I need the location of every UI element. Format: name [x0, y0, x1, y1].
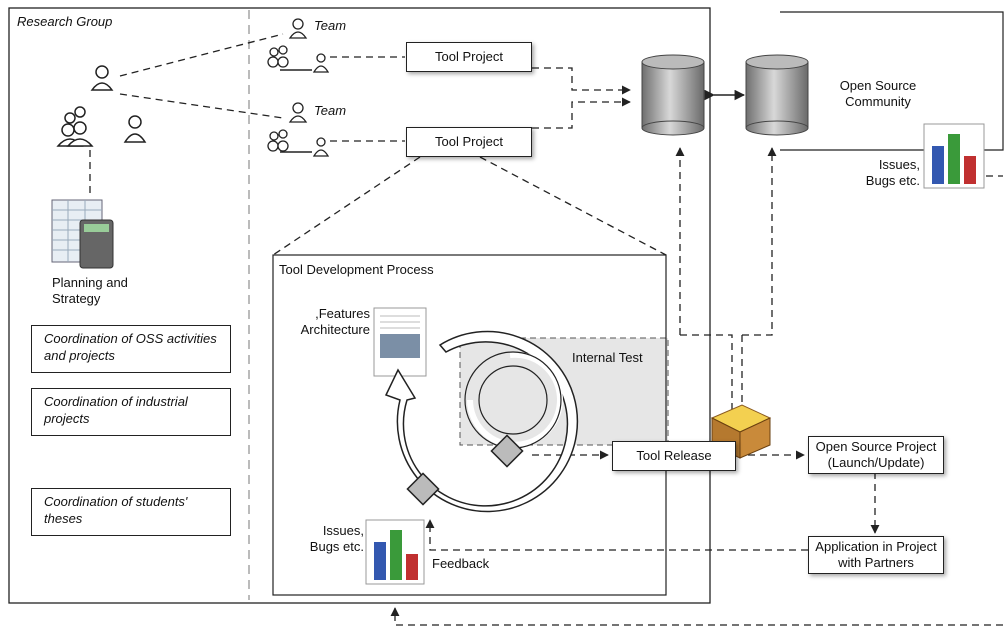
internal-test-label: Internal Test	[572, 350, 643, 365]
database-icon-left	[641, 54, 705, 136]
oss-project-box: Open Source Project (Launch/Update)	[808, 436, 944, 474]
team1-icon	[267, 18, 330, 73]
research-group-title: Research Group	[17, 14, 113, 29]
development-cycle-arrows	[384, 330, 579, 513]
process-title: Tool Development Process	[279, 262, 434, 277]
feedback-label: Feedback	[432, 556, 490, 571]
database-icon-right	[745, 54, 809, 136]
team-label-1: Team	[314, 18, 347, 33]
tool-release-box: Tool Release	[612, 441, 736, 471]
application-box: Application in Project with Partners	[808, 536, 944, 574]
spreadsheet-calculator-icon	[51, 199, 114, 269]
bar-chart-icon-community	[923, 123, 985, 189]
coordination-oss: Coordination of OSS activities and proje…	[31, 325, 231, 373]
community-title: Open Source Community	[839, 78, 917, 109]
process-frame	[272, 254, 667, 596]
community-frame	[780, 11, 1004, 151]
coordination-industrial: Coordination of industrial projects	[31, 388, 231, 436]
tool-project-1: Tool Project	[406, 42, 532, 72]
team-label-2: Team	[314, 103, 347, 118]
research-group-frame	[8, 7, 711, 604]
document-icon	[373, 307, 427, 377]
tool-project-2: Tool Project	[406, 127, 532, 157]
bar-chart-icon-process	[365, 519, 425, 585]
planning-label: Planning and Strategy	[52, 275, 128, 306]
team2-icon	[267, 102, 330, 157]
features-label: Features, Architecture	[300, 306, 370, 337]
community-issues-label: Issues, Bugs etc.	[865, 157, 920, 188]
people-icon-group	[56, 65, 147, 147]
coordination-theses: Coordination of students' theses	[31, 488, 231, 536]
process-issues-label: Issues, Bugs etc.	[309, 523, 364, 554]
